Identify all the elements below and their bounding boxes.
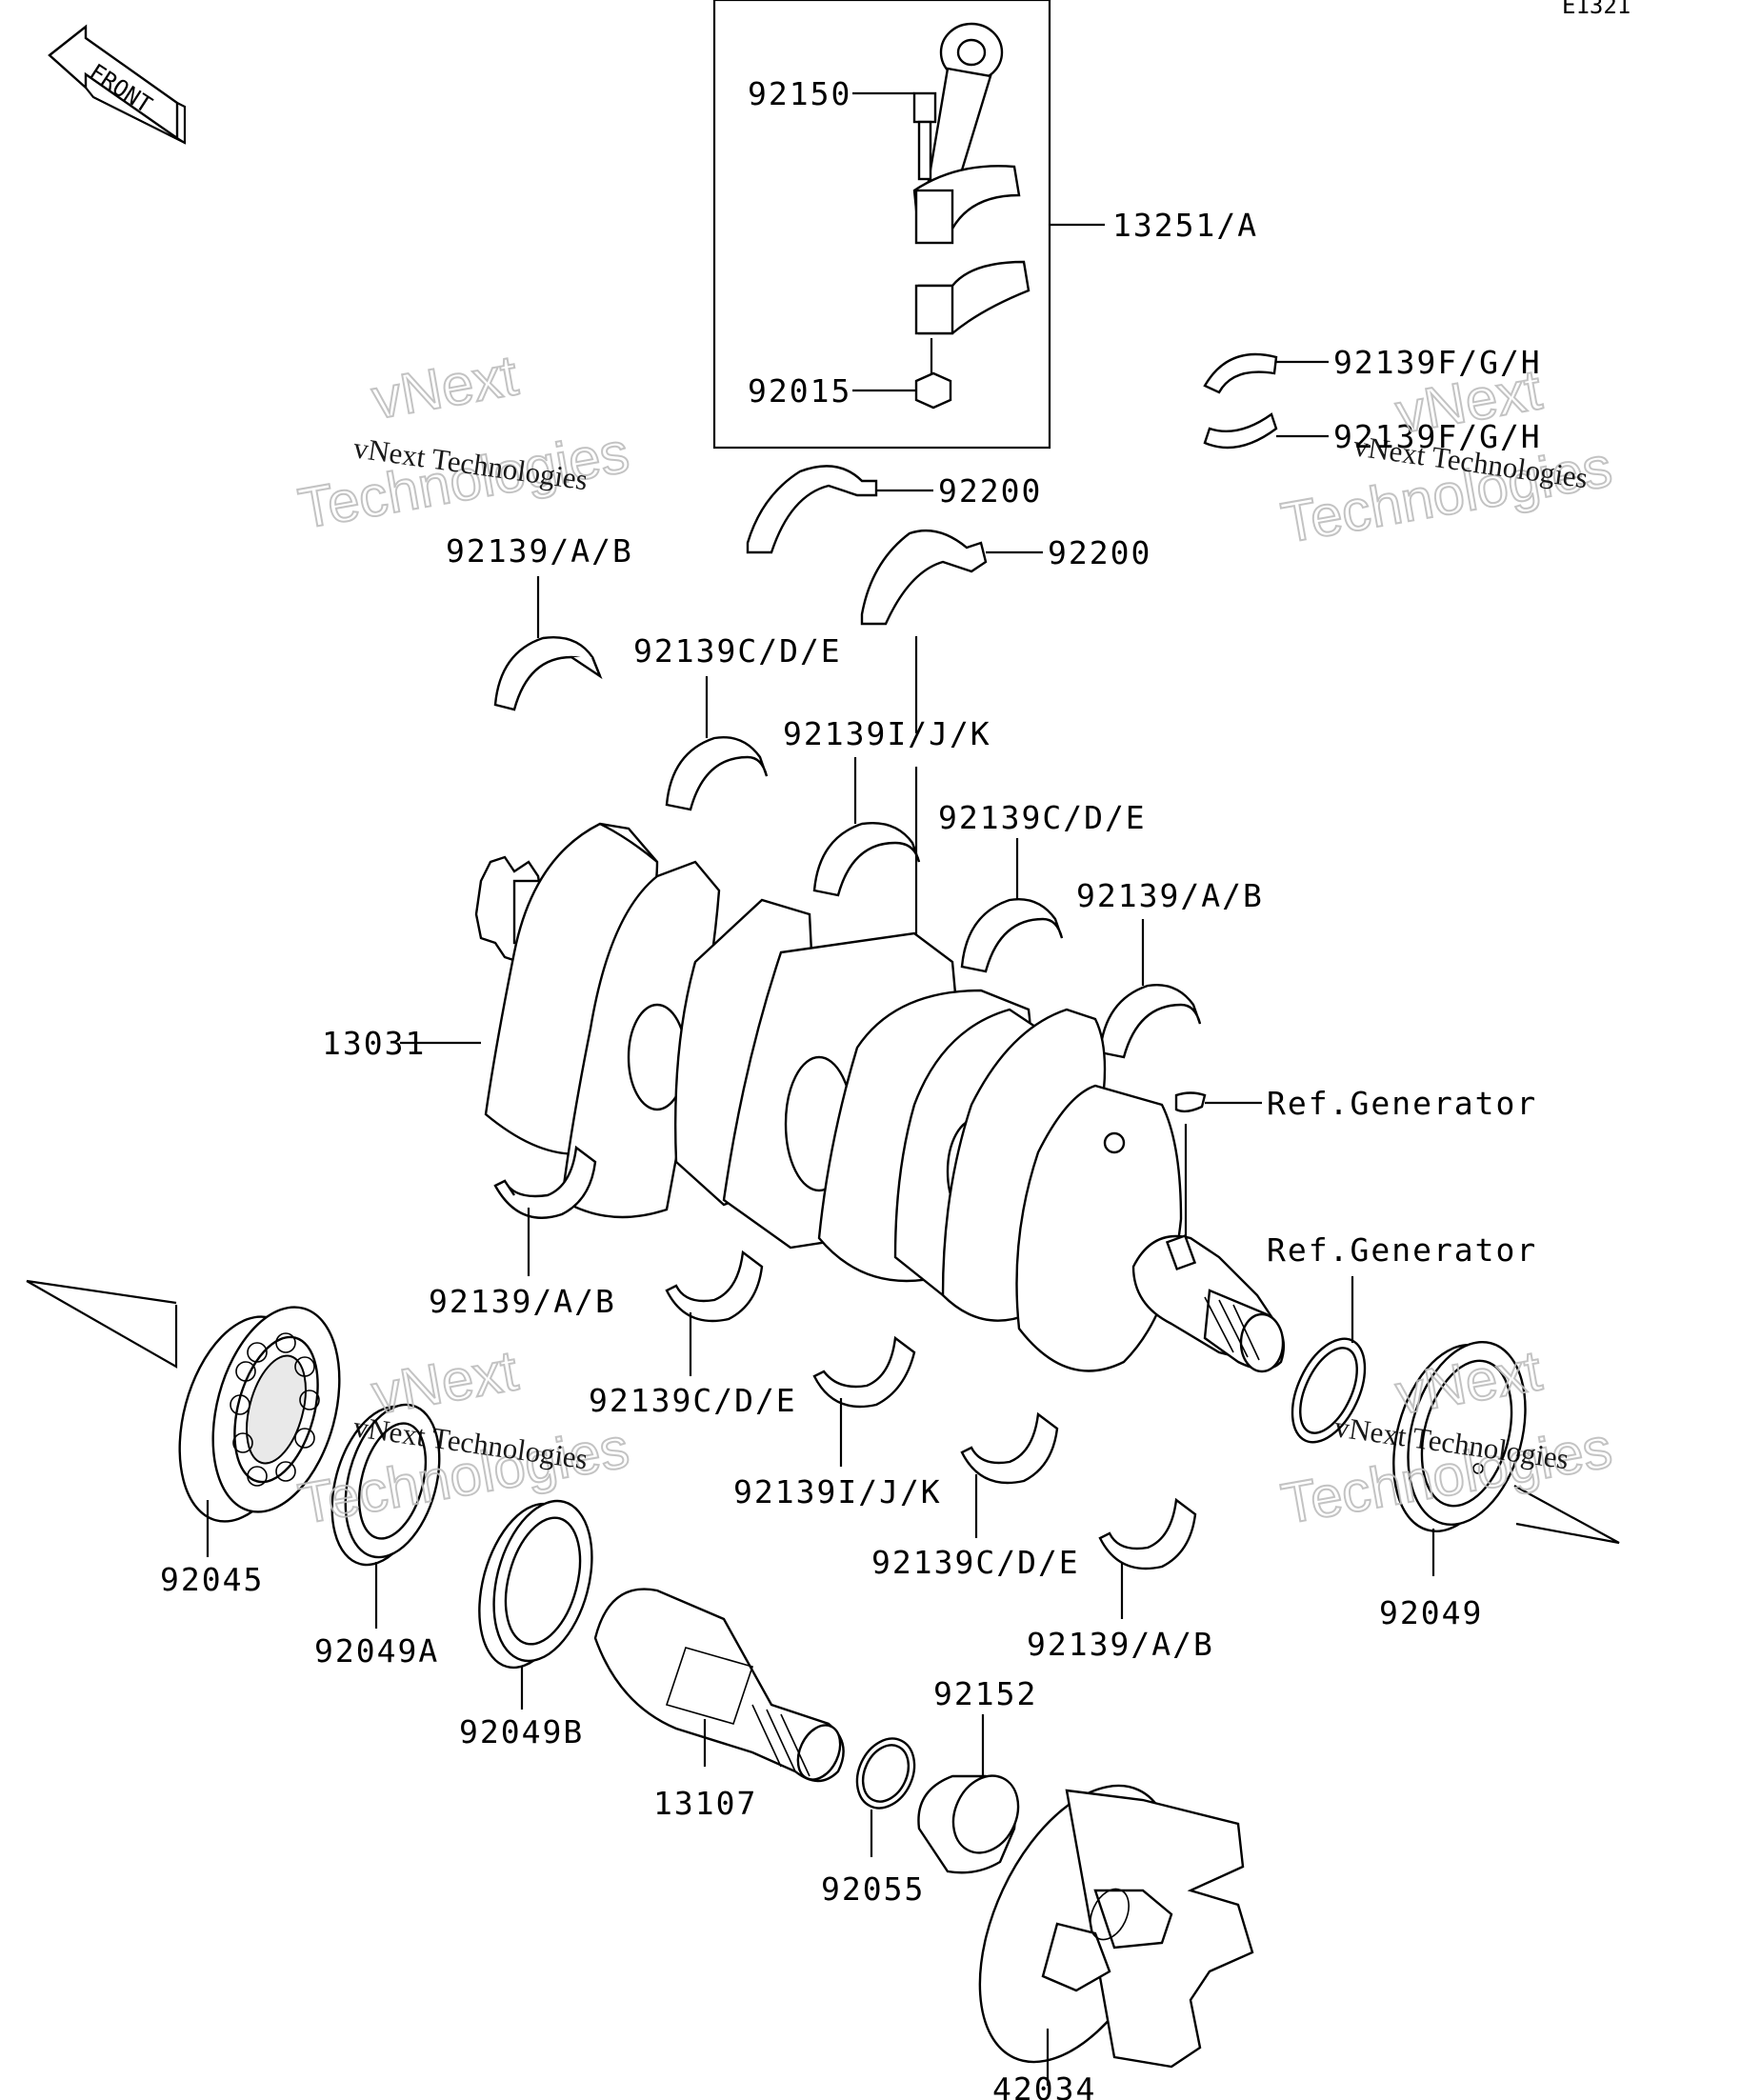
- watermark-bottom-right: vNext Technologies vNext Technologies: [1276, 1337, 1618, 1537]
- bearing-shell-92139cde-1: [665, 736, 769, 811]
- thrust-washer-92200-2: [860, 530, 988, 626]
- coupling-shaft-13107: [593, 1588, 845, 1783]
- callout-92200-2: 92200: [1048, 534, 1151, 571]
- callout-13251a: 13251/A: [1112, 207, 1258, 244]
- svg-text:vNext: vNext: [368, 343, 523, 431]
- oil-seal-92049: [1392, 1340, 1527, 1532]
- bearing-shell-92139ijk-lower: [812, 1335, 916, 1409]
- callout-92139cde-4: 92139C/D/E: [871, 1544, 1080, 1581]
- callout-92015: 92015: [748, 372, 851, 410]
- callout-92139ab-bottom: 92139/A/B: [1027, 1626, 1214, 1663]
- bearing-shell-92139fgh-lower: [1203, 412, 1278, 450]
- o-ring-92055: [855, 1737, 916, 1810]
- callout-13107: 13107: [653, 1785, 757, 1822]
- callout-92049b: 92049B: [459, 1713, 584, 1750]
- callout-92152: 92152: [933, 1675, 1037, 1712]
- watermark-bottom-left: vNext Technologies vNext Technologies: [293, 1337, 635, 1537]
- oil-seal-ref-generator: [1291, 1337, 1367, 1444]
- damper-42034: [978, 1784, 1254, 2069]
- bearing-shell-92139ab-right: [1098, 984, 1202, 1059]
- bearing-shell-92139fgh-upper: [1203, 352, 1278, 394]
- front-arrow-icon: FRONT: [48, 24, 187, 145]
- svg-text:vNext: vNext: [368, 1338, 523, 1427]
- callout-92049a: 92049A: [314, 1632, 439, 1670]
- callout-92139cde-1: 92139C/D/E: [633, 632, 842, 670]
- callout-92045: 92045: [160, 1561, 264, 1598]
- ref-generator-1: Ref.Generator: [1267, 1085, 1537, 1122]
- bearing-shell-92139ab-top: [493, 636, 603, 711]
- callout-42034: 42034: [992, 2070, 1096, 2100]
- collar-92152: [917, 1774, 1020, 1874]
- page-code: E1321: [1562, 0, 1631, 19]
- bearing-shell-92139cde-3: [665, 1250, 764, 1323]
- callout-92139ab-top: 92139/A/B: [446, 532, 633, 570]
- callout-92139fgh-2: 92139F/G/H: [1333, 418, 1542, 455]
- thrust-washer-92200-1: [746, 465, 878, 554]
- ball-bearing-92045: [178, 1306, 341, 1523]
- callout-92150: 92150: [748, 75, 851, 112]
- bearing-shell-92139ijk-top: [812, 822, 921, 897]
- connecting-rod: [912, 22, 1031, 410]
- oil-seal-92049b: [478, 1499, 593, 1670]
- callout-92200-1: 92200: [938, 472, 1042, 510]
- callout-92139ijk-lower: 92139I/J/K: [733, 1473, 942, 1510]
- callout-92139ab-right: 92139/A/B: [1076, 877, 1264, 914]
- bearing-shell-92139cde-2: [960, 898, 1064, 973]
- watermark-top-right: vNext Technologies vNext Technologies: [1276, 356, 1618, 556]
- callout-92139fgh-1: 92139F/G/H: [1333, 344, 1542, 381]
- crankshaft: [474, 822, 1286, 1373]
- ref-generator-2: Ref.Generator: [1267, 1231, 1537, 1269]
- oil-seal-92049a: [330, 1403, 441, 1567]
- callout-92139cde-2: 92139C/D/E: [938, 799, 1147, 836]
- callout-92139ijk-top: 92139I/J/K: [783, 715, 991, 752]
- callout-92139ab-lower: 92139/A/B: [429, 1283, 616, 1320]
- woodruff-key: [1174, 1091, 1207, 1113]
- bearing-shell-92139ab-bottom: [1098, 1497, 1197, 1570]
- watermark-top-left: vNext Technologies vNext Technologies: [293, 342, 635, 542]
- callout-92055: 92055: [821, 1870, 925, 1908]
- bearing-shell-92139cde-4: [960, 1411, 1059, 1485]
- callout-92139cde-3: 92139C/D/E: [589, 1382, 797, 1419]
- callout-92049: 92049: [1379, 1594, 1483, 1631]
- bearing-shell-92139ab-lower: [493, 1145, 597, 1219]
- callout-13031: 13031: [322, 1025, 426, 1062]
